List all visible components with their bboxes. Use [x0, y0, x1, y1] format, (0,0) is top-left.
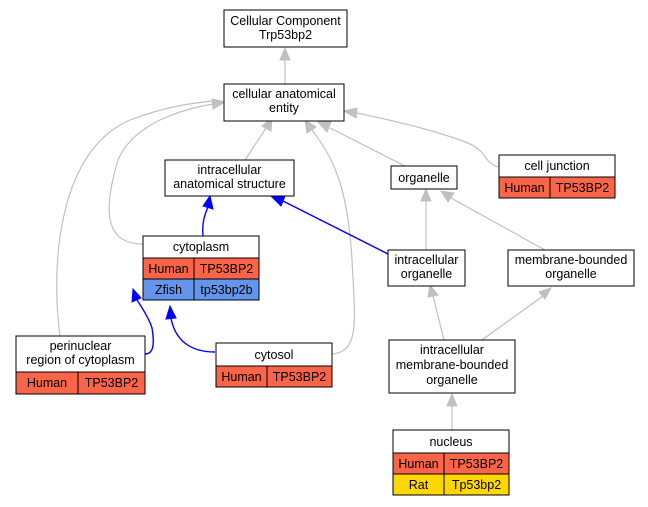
- edge-imbo-to-mbo: [481, 295, 544, 341]
- arrowhead: [165, 304, 177, 320]
- species-label: Human: [504, 181, 544, 195]
- arrowhead: [304, 118, 317, 134]
- node-title: cytoplasm: [173, 240, 229, 254]
- gene-label: TP53BP2: [450, 457, 504, 471]
- edge-mbo-to-organelle: [450, 197, 546, 251]
- node-cellular-anatomical-entity[interactable]: cellular anatomical entity: [223, 83, 345, 122]
- node-perinuclear-region[interactable]: perinuclear region of cytoplasm Human TP…: [15, 335, 146, 395]
- species-label: Human: [398, 457, 438, 471]
- edge-structure-to-entity: [244, 127, 267, 161]
- edge-organelle-to-entity: [329, 127, 406, 167]
- arrowhead: [279, 46, 291, 61]
- node-nucleus[interactable]: nucleus Human TP53BP2 Rat Tp53bp2: [392, 429, 510, 496]
- arrowhead: [342, 107, 358, 119]
- arrowhead: [202, 194, 214, 210]
- species-label: Human: [148, 262, 188, 276]
- species-label: Zfish: [155, 283, 182, 297]
- arrowhead: [211, 98, 227, 110]
- edge-cytoplasm-partof-structure: [202, 206, 209, 237]
- species-label: Rat: [409, 478, 429, 492]
- edge-perinuclear-partof-cytoplasm: [136, 299, 155, 355]
- edge-cytoplasm-to-entity: [108, 103, 214, 245]
- node-label: organelle: [398, 171, 449, 185]
- node-cellular-component[interactable]: Cellular Component Trp53bp2: [223, 9, 348, 48]
- node-intracellular-membrane-bounded-organelle[interactable]: intracellular membrane-bounded organelle: [388, 339, 516, 394]
- edge-perinuclear-to-entity: [56, 100, 214, 337]
- node-title: cytosol: [255, 348, 294, 362]
- node-label: organelle: [401, 267, 452, 281]
- gene-label: TP53BP2: [273, 370, 327, 384]
- arrowhead: [316, 121, 332, 133]
- node-label: entity: [269, 101, 300, 115]
- edge-intorganelle-partof-structure: [282, 200, 389, 255]
- node-label: anatomical structure: [173, 177, 286, 191]
- node-label: perinuclear: [50, 339, 112, 353]
- node-label: membrane-bounded: [515, 253, 628, 267]
- node-cell-junction[interactable]: cell junction Human TP53BP2: [498, 154, 616, 199]
- node-intracellular-anatomical-structure[interactable]: intracellular anatomical structure: [164, 159, 295, 197]
- node-title: nucleus: [429, 435, 472, 449]
- gene-label: TP53BP2: [556, 181, 610, 195]
- node-label: region of cytoplasm: [26, 353, 134, 367]
- node-cytoplasm[interactable]: cytoplasm Human TP53BP2 Zfish tp53bp2b: [142, 235, 260, 301]
- node-label: intracellular: [198, 163, 262, 177]
- node-label: organelle: [426, 373, 477, 387]
- species-label: Human: [221, 370, 261, 384]
- node-intracellular-organelle[interactable]: intracellular organelle: [387, 249, 466, 287]
- gene-label: TP53BP2: [85, 376, 139, 390]
- edge-junction-to-entity: [356, 112, 499, 168]
- gene-label: Tp53bp2: [452, 478, 501, 492]
- arrowhead: [538, 287, 553, 300]
- node-label: intracellular: [420, 343, 484, 357]
- node-organelle[interactable]: organelle: [390, 165, 458, 190]
- node-label: organelle: [545, 267, 596, 281]
- edges: [56, 46, 553, 430]
- arrowhead: [131, 287, 142, 303]
- arrowhead: [446, 392, 458, 407]
- gene-label: TP53BP2: [200, 262, 254, 276]
- gene-label: tp53bp2b: [200, 283, 252, 297]
- edge-imbo-to-intorganelle: [432, 295, 445, 341]
- arrowhead: [420, 187, 432, 202]
- edge-cytosol-to-entity: [311, 129, 355, 355]
- node-label: Cellular Component: [230, 14, 341, 28]
- arrowhead: [439, 190, 455, 203]
- node-label: membrane-bounded: [396, 358, 509, 372]
- arrowhead: [269, 195, 286, 207]
- node-label: cellular anatomical: [232, 87, 336, 101]
- node-membrane-bounded-organelle[interactable]: membrane-bounded organelle: [507, 249, 635, 287]
- node-label: intracellular: [395, 253, 459, 267]
- edge-cytosol-partof-cytoplasm: [170, 317, 216, 353]
- arrowhead: [427, 283, 439, 298]
- species-label: Human: [27, 376, 67, 390]
- node-label: Trp53bp2: [259, 28, 312, 42]
- node-cytosol[interactable]: cytosol Human TP53BP2: [215, 342, 333, 388]
- node-title: cell junction: [524, 159, 589, 173]
